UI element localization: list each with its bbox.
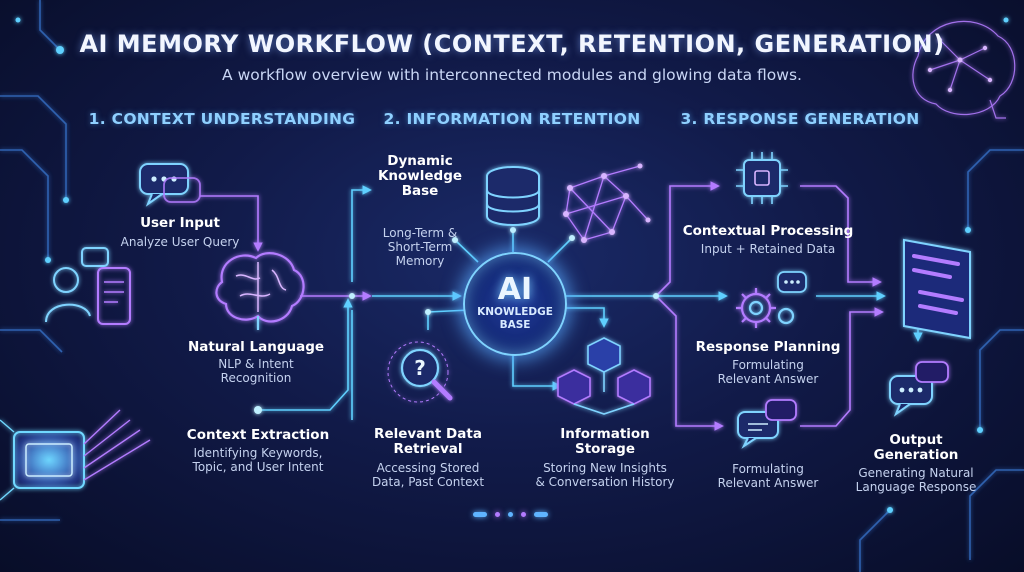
context-extraction-desc-2: Topic, and User Intent	[192, 460, 324, 474]
flow-connectors	[200, 181, 923, 431]
chat-bubble-icon	[139, 163, 201, 207]
context-extraction-label: Context Extraction	[186, 427, 330, 443]
natural-language-desc-2: Recognition	[220, 371, 292, 385]
dynamic-kb-desc-3: Memory	[395, 254, 445, 268]
data-retrieval-desc-1: Accessing Stored	[376, 461, 480, 475]
ai-knowledge-base-hub: AI KNOWLEDGE BASE	[463, 252, 567, 356]
output-generation-desc-2: Language Response	[855, 480, 977, 494]
brain-nodes	[927, 37, 993, 93]
dynamic-kb-label-2: Knowledge	[377, 168, 463, 184]
storage-cubes-icon	[557, 337, 651, 415]
circuit-traces-right	[859, 149, 1024, 572]
circuit-traces-left	[0, 0, 67, 521]
context-extraction-desc-1: Identifying Keywords,	[193, 446, 323, 460]
neural-network-icon	[565, 165, 649, 241]
processor-chip-graphic	[0, 409, 151, 501]
output-chat-icon	[889, 361, 949, 417]
hub-title: AI	[497, 272, 533, 307]
dynamic-kb-desc-1: Long-Term &	[382, 226, 458, 240]
display-screen-icon	[903, 238, 971, 340]
page-subtitle: A workflow overview with interconnected …	[222, 66, 802, 84]
contextual-processing-label: Contextual Processing	[682, 223, 854, 239]
section-context-understanding: 1. CONTEXT UNDERSTANDING	[88, 110, 356, 128]
dynamic-kb-desc-2: Short-Term	[387, 240, 453, 254]
user-input-label: User Input	[140, 215, 220, 231]
connector-extraction-up	[260, 298, 353, 411]
dot	[508, 512, 513, 517]
chat-bubbles-icon	[737, 399, 797, 449]
natural-language-label: Natural Language	[187, 339, 325, 355]
network-nodes	[563, 163, 651, 243]
search-magnifier-icon: ?	[387, 341, 453, 403]
circuit-nodes	[15, 17, 1009, 513]
gear-icon	[736, 271, 807, 328]
section-response-generation: 3. RESPONSE GENERATION	[680, 110, 920, 128]
page-title: AI MEMORY WORKFLOW (CONTEXT, RETENTION, …	[79, 30, 945, 58]
contextual-processing-desc: Input + Retained Data	[700, 242, 836, 256]
output-generation-desc-1: Generating Natural	[858, 466, 974, 480]
hub-subtitle-2: BASE	[499, 319, 531, 331]
output-generation-label-2: Generation	[873, 447, 959, 463]
dot	[473, 512, 487, 517]
response-planning-desc-2: Relevant Answer	[717, 372, 819, 386]
response-planning-label: Response Planning	[695, 339, 841, 355]
natural-language-desc-1: NLP & Intent	[218, 357, 294, 371]
dynamic-kb-label-1: Dynamic	[387, 153, 453, 169]
brain-icon	[215, 252, 305, 330]
data-retrieval-desc-2: Data, Past Context	[371, 475, 485, 489]
hub-subtitle-1: KNOWLEDGE	[477, 306, 553, 318]
output-generation-label-1: Output	[889, 432, 943, 448]
svg-text:?: ?	[414, 356, 426, 380]
data-retrieval-label-1: Relevant Data	[374, 426, 482, 442]
connector-input-to-nlp	[200, 195, 263, 252]
database-icon	[486, 166, 540, 226]
person-phone-icon	[45, 247, 131, 325]
dot	[534, 512, 548, 517]
processor-chip-icon	[736, 152, 788, 204]
info-storage-desc-2: & Conversation History	[535, 475, 675, 489]
dot	[521, 512, 526, 517]
formulating-desc-1: Formulating	[732, 462, 804, 476]
connector-to-dynamic-kb	[351, 185, 372, 282]
user-input-desc: Analyze User Query	[120, 235, 240, 249]
info-storage-label-1: Information	[560, 426, 650, 442]
info-storage-label-2: Storage	[574, 441, 636, 457]
section-information-retention: 2. INFORMATION RETENTION	[383, 110, 641, 128]
data-retrieval-label-2: Retrieval	[393, 441, 463, 457]
formulating-desc-2: Relevant Answer	[717, 476, 819, 490]
dot	[495, 512, 500, 517]
response-planning-desc-1: Formulating	[732, 358, 804, 372]
dynamic-kb-label-3: Base	[401, 183, 439, 199]
info-storage-desc-1: Storing New Insights	[543, 461, 667, 475]
